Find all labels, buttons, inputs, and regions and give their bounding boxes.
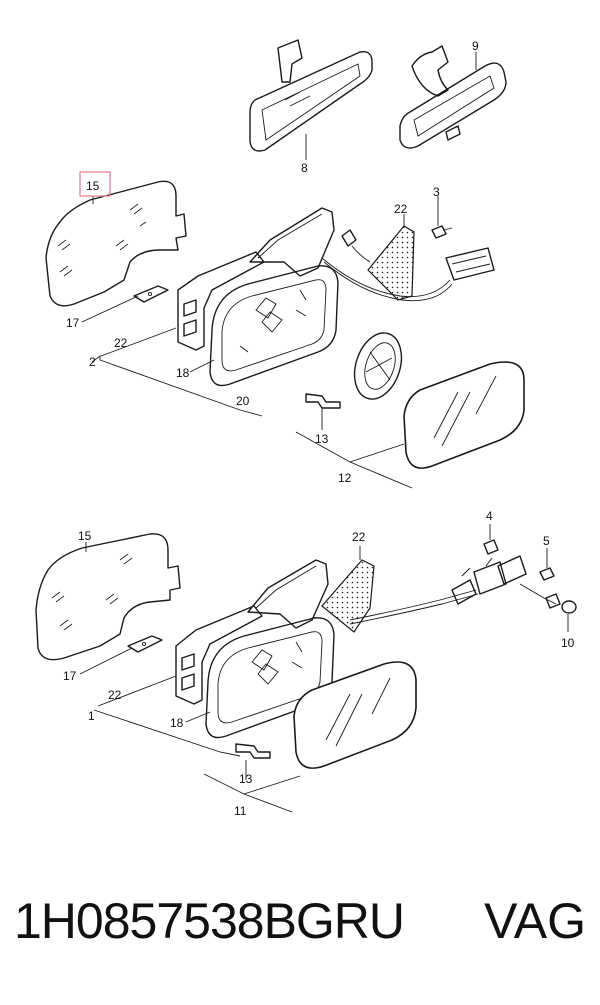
mirror-glass-15-lower xyxy=(35,533,181,661)
callouts-lower: 15 17 22 1 18 22 4 5 10 13 11 xyxy=(63,509,575,818)
callout-5: 5 xyxy=(543,534,550,548)
leader-lines-lower xyxy=(79,524,569,813)
callout-10: 10 xyxy=(561,636,575,650)
callout-18-lower: 18 xyxy=(170,716,184,730)
callout-8: 8 xyxy=(301,161,308,175)
callout-9: 9 xyxy=(472,39,479,53)
callout-22-upper-right: 22 xyxy=(394,202,408,216)
screw-3 xyxy=(431,225,453,239)
callout-15-upper: 15 xyxy=(86,179,100,193)
callout-22-lower-right: 22 xyxy=(352,530,366,544)
mirror-glass-11 xyxy=(293,661,417,769)
callouts-upper: 15 17 22 2 18 20 8 9 22 3 13 12 xyxy=(66,39,479,485)
cable-motor-lower xyxy=(349,539,577,625)
callout-11: 11 xyxy=(234,804,247,818)
adjuster-disk-upper xyxy=(353,332,403,400)
mirror-shell-upper xyxy=(249,207,335,277)
retaining-clip-upper xyxy=(133,285,169,303)
highlight-box-15 xyxy=(79,171,111,197)
retaining-clip-lower xyxy=(127,635,163,653)
mirror-housing-20 xyxy=(177,251,339,387)
mirror-shell-lower xyxy=(247,559,329,629)
callout-1: 1 xyxy=(88,709,95,723)
callout-13-upper: 13 xyxy=(315,432,329,446)
mirror-glass-15-upper xyxy=(45,180,187,307)
triangle-cover-22-upper xyxy=(367,225,415,301)
callout-4: 4 xyxy=(486,509,493,523)
callout-22-lower-left: 22 xyxy=(108,688,122,702)
callout-3: 3 xyxy=(433,185,440,199)
callout-18-upper: 18 xyxy=(176,366,190,380)
interior-mirror-9 xyxy=(399,45,507,149)
callout-17-lower: 17 xyxy=(63,669,77,683)
clip-13-upper xyxy=(305,393,341,409)
callout-20: 20 xyxy=(236,394,250,408)
part-number: 1H0857538BGRU xyxy=(14,893,405,949)
callout-12: 12 xyxy=(338,471,352,485)
clip-13-lower xyxy=(235,743,271,759)
mirror-housing-lower xyxy=(175,605,335,739)
interior-mirror-8 xyxy=(249,39,373,152)
callout-2: 2 xyxy=(89,355,96,369)
callout-15-lower: 15 xyxy=(78,529,92,543)
triangle-cover-22-lower xyxy=(321,559,375,633)
brand-name: VAG xyxy=(484,893,586,949)
leader-lines-upper xyxy=(81,52,477,489)
callout-13-lower: 13 xyxy=(239,772,253,786)
callout-22-upper-left: 22 xyxy=(114,336,128,350)
mirror-glass-12 xyxy=(403,361,525,469)
exploded-parts-diagram: 15 17 22 2 18 20 8 9 22 3 13 12 xyxy=(35,39,577,818)
callout-17-upper: 17 xyxy=(66,316,80,330)
